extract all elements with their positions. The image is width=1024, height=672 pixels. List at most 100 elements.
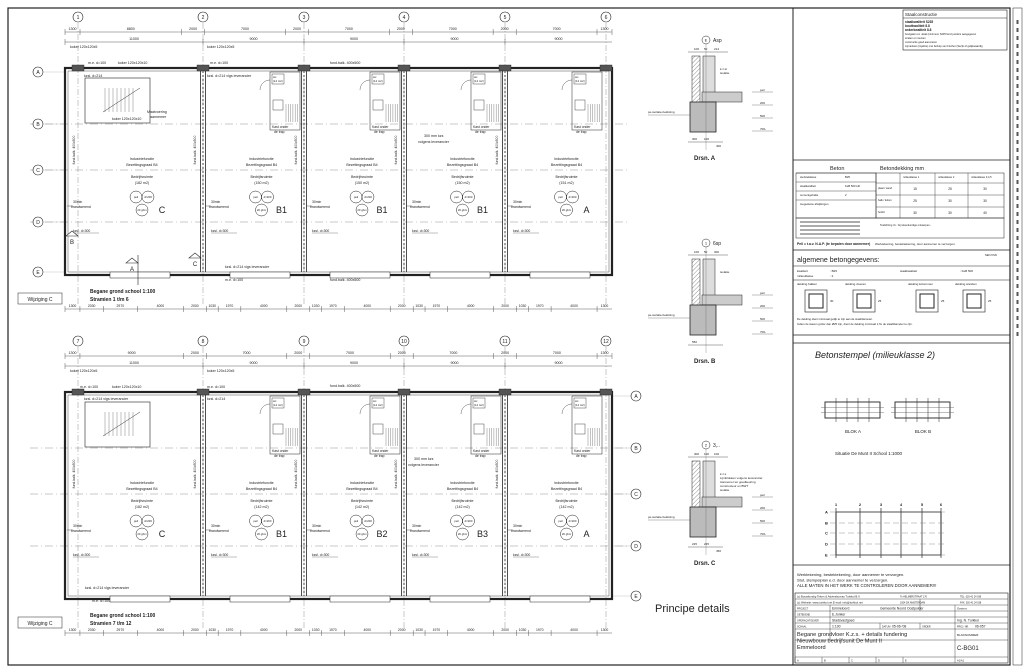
- core-wall: [470, 71, 502, 131]
- floor-slab-note: kzsl. d=300: [513, 229, 530, 233]
- revision-letter: D: [878, 659, 880, 663]
- table-header: milieuklasse 3,4,5: [971, 175, 992, 179]
- level-label: 700-: [760, 532, 766, 536]
- dimension-label: 9000: [350, 37, 358, 41]
- level-label: 500: [760, 519, 765, 523]
- title-block: [794, 592, 1009, 664]
- block-plan: [894, 401, 951, 419]
- table-cell: 30: [983, 199, 987, 203]
- revision-box: [17, 292, 63, 305]
- axis-bubble: [499, 335, 511, 347]
- core-label: de trap: [274, 454, 285, 458]
- axis-label: 4: [403, 15, 406, 21]
- core-room-label: wc: [474, 75, 478, 79]
- table-cell: 2: [845, 193, 847, 197]
- axis-label: 9: [303, 339, 306, 345]
- dimension-label: 4000: [467, 628, 475, 632]
- fire-rating: brandwerend: [410, 205, 430, 209]
- foundation-beam-label: fund.balk. 400x500: [294, 460, 298, 489]
- axis-bubble: [398, 11, 410, 23]
- dimension-label: 9000: [250, 37, 258, 41]
- company-website: (c) Website: www.turkkol.net E-mail: inf…: [797, 601, 863, 605]
- fire-rating: 30min: [312, 200, 321, 204]
- dimension-label: 7000: [346, 351, 354, 355]
- detail-ref: 6sp: [713, 241, 721, 247]
- level-symbol: [560, 527, 573, 541]
- dimension-label: 2000: [398, 351, 406, 355]
- steel-spec-line: boutgaten en -kwal (minimum S235 fenzij …: [905, 32, 977, 36]
- foundation-beam-label: fund.balk. 400x500: [394, 460, 398, 489]
- floor-slab: [701, 496, 743, 508]
- unit-area: (142 m2): [455, 505, 469, 509]
- inner-wall-line: [67, 70, 610, 273]
- door-swing: [561, 79, 573, 91]
- foundation-beam: [689, 304, 717, 336]
- window: [429, 271, 491, 279]
- unit-type-label: B1: [477, 205, 488, 215]
- fire-rating: 30min: [211, 200, 220, 204]
- dimension-label: 1970: [329, 628, 337, 632]
- reinforcement-sketch: [795, 217, 1005, 239]
- unit-occupancy: Bezettingsgraad B4: [246, 487, 277, 491]
- annotation: m.e. d=100: [92, 599, 110, 603]
- table-cell: staalkwaliteit: [800, 184, 816, 188]
- grid-row-label: D: [825, 542, 828, 547]
- door-swing: [460, 79, 472, 91]
- general-note: De dekking dient minimaal gelijk te zijn…: [797, 317, 873, 321]
- axis-label: 6: [605, 15, 608, 21]
- dimension-label: 2970: [117, 304, 125, 308]
- steel-column: [297, 64, 311, 72]
- drawing-description: Nieuwbouw bedrijfsunit De Munt II: [797, 639, 882, 645]
- section-mark-label: C: [193, 262, 198, 268]
- dimension-label: 1300: [601, 304, 609, 308]
- unit-function: Industriefunctie: [130, 157, 154, 161]
- core-room-label: wc: [575, 75, 579, 79]
- block-label: BLOK A: [845, 429, 861, 434]
- dimension-label: 2000: [294, 351, 302, 355]
- field-label: GETEKEND: [797, 614, 810, 617]
- fire-rating: brandwerend: [410, 529, 430, 533]
- row-label: E: [36, 270, 40, 276]
- detail-note: Aannemer ter goedkeuring: [720, 480, 756, 484]
- core-wall: [269, 395, 301, 455]
- steel-column: [498, 64, 512, 72]
- annotation: kzsl. d=214: [207, 397, 225, 401]
- core-room-label: wc: [273, 75, 277, 79]
- rebar-section: [915, 289, 939, 313]
- core-room-label: wc: [575, 399, 579, 403]
- annotation: kzsl. d=214 vlgs leverancier: [207, 74, 252, 78]
- dimension-label: 7000: [553, 351, 561, 355]
- symbol-label: 20 gbm: [257, 208, 267, 212]
- dimension-label: 2000: [397, 27, 405, 31]
- symbol-label: d=200: [465, 195, 473, 199]
- level-symbol: [141, 190, 155, 204]
- level-label: 200: [760, 304, 765, 308]
- dimension-label: 400: [716, 144, 721, 148]
- block-plan: [824, 401, 881, 419]
- toilet-room: [271, 397, 285, 409]
- steel-column: [397, 64, 411, 72]
- floor-slab-note: kzsl. d=300: [412, 229, 429, 233]
- unit-function: Industriefunctie: [249, 157, 273, 161]
- core-wall: [369, 71, 401, 131]
- toilet-room: [472, 73, 486, 85]
- unit-occupancy: Bezettingsgraad B4: [447, 163, 478, 167]
- wall-section: [691, 460, 701, 512]
- unit-room: Bedrijfsruimte: [351, 175, 373, 179]
- annotation: koker 120x120x10: [118, 61, 147, 65]
- floor-slab-note: kzsl. d=300: [412, 553, 429, 557]
- dimension-label: 7000: [449, 27, 457, 31]
- cover-value: 25: [878, 299, 882, 303]
- row-label: A: [634, 394, 638, 400]
- unit-room: Bedrijfsruimte: [131, 499, 153, 503]
- annotation: kzsl. d=214 vlgs leverancier: [85, 586, 130, 590]
- wall-section: [702, 55, 716, 99]
- table-header: milieuklasse 1: [903, 175, 920, 179]
- detail-name: Drsn. A: [694, 156, 716, 162]
- axis-bubble: [72, 335, 84, 347]
- core-label: de trap: [475, 130, 486, 134]
- symbol-label: 20 gbm: [562, 208, 572, 212]
- fire-rating: 30min: [412, 524, 421, 528]
- municipality-value: Gemeente Noord Oostpolder: [880, 607, 924, 611]
- dimension-label: 9000: [451, 37, 459, 41]
